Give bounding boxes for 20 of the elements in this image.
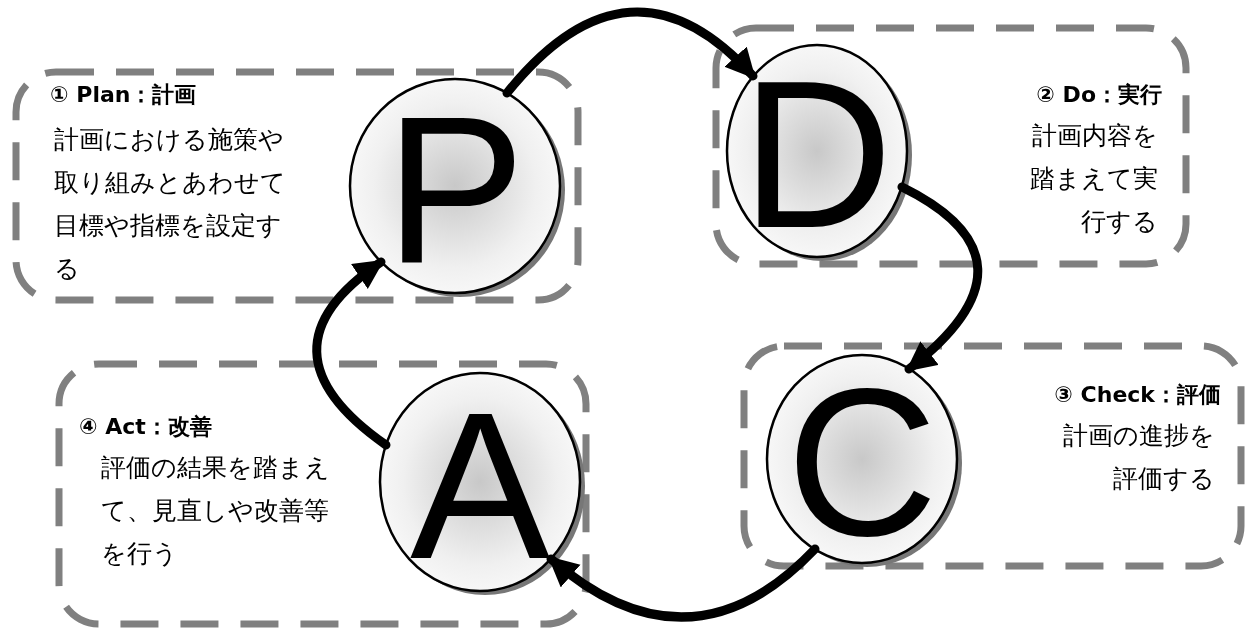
step-heading: ④ Act：改善 — [79, 413, 212, 441]
step-heading: ② Do：実行 — [1036, 81, 1162, 109]
circle-letter: A — [409, 381, 551, 591]
circle-letter: C — [786, 358, 938, 568]
dashed-panel — [712, 24, 1190, 268]
dashed-panel — [55, 360, 590, 628]
curved-arrow — [546, 544, 820, 622]
step-description: 評価の結果を踏まえて、見直しや改善等を行う — [101, 452, 331, 570]
circle-letter: P — [384, 85, 526, 295]
circle-letter: D — [741, 50, 893, 260]
dashed-panel — [740, 342, 1245, 570]
curved-arrow — [312, 257, 391, 450]
step-description: 計画における施策や取り組みとあわせて目標や指標を設定する — [54, 124, 287, 285]
curved-arrow — [897, 182, 983, 374]
dashed-panel — [12, 68, 582, 304]
curved-arrow — [502, 7, 758, 98]
step-description: 計画内容を踏まえて実行する — [1029, 120, 1158, 238]
step-heading: ③ Check：評価 — [1054, 381, 1221, 409]
step-heading: ① Plan：計画 — [50, 81, 197, 109]
step-description: 計画の進捗を評価する — [1062, 420, 1215, 495]
